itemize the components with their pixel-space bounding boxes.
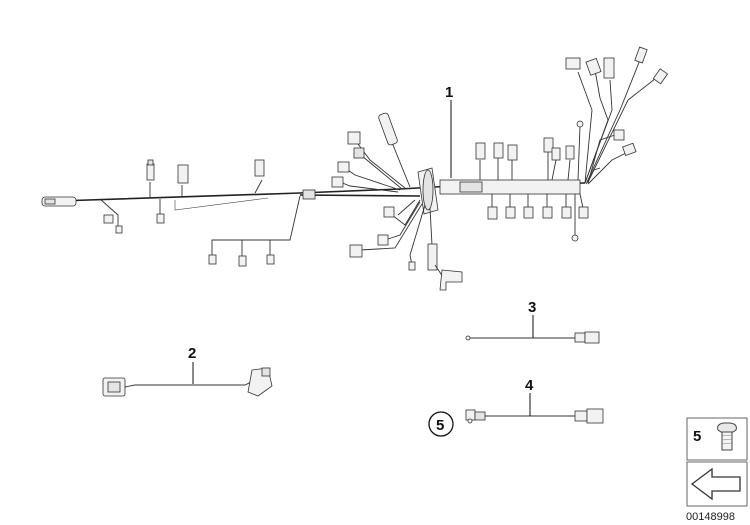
left-arrow-icon[interactable] (690, 467, 741, 501)
main-wiring-harness (41, 46, 669, 291)
callout-2-label: 2 (188, 345, 196, 362)
sensor-cable-2 (102, 367, 273, 397)
callout-3: 3 (528, 299, 536, 338)
image-id: 00148998 (686, 511, 735, 523)
callout-4-label: 4 (525, 377, 534, 394)
callout-5-label: 5 (436, 417, 444, 434)
adapter-lead-3 (465, 331, 600, 344)
legend-item-number: 5 (693, 428, 701, 445)
bolt-icon (717, 422, 737, 451)
sensor-lead-4 (465, 408, 604, 424)
callout-1: 1 (445, 84, 453, 178)
callout-1-label: 1 (445, 84, 453, 101)
legend-panel: 5 (686, 417, 748, 507)
callout-4: 4 (525, 377, 534, 416)
callout-3-label: 3 (528, 299, 536, 316)
callout-2: 2 (188, 345, 196, 384)
callout-5: 5 (428, 411, 454, 437)
